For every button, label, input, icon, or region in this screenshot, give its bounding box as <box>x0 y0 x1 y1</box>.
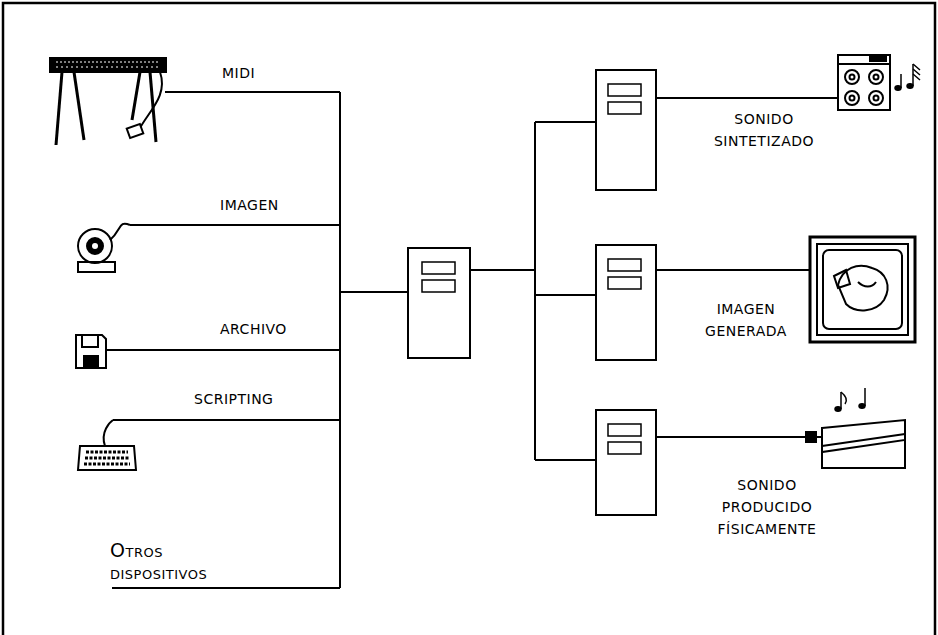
input-label: IMAGEN <box>220 194 330 216</box>
input-label: OTROS DISPOSITIVOS <box>110 539 228 586</box>
output-label: SONIDO PRODUCIDO FÍSICAMENTE <box>708 474 826 540</box>
output-label: SONIDO SINTETIZADO <box>705 108 823 152</box>
output-label: IMAGEN GENERADA <box>690 298 802 342</box>
input-label: ARCHIVO <box>220 318 330 340</box>
input-label: SCRIPTING <box>194 388 324 410</box>
input-label: MIDI <box>222 62 332 84</box>
